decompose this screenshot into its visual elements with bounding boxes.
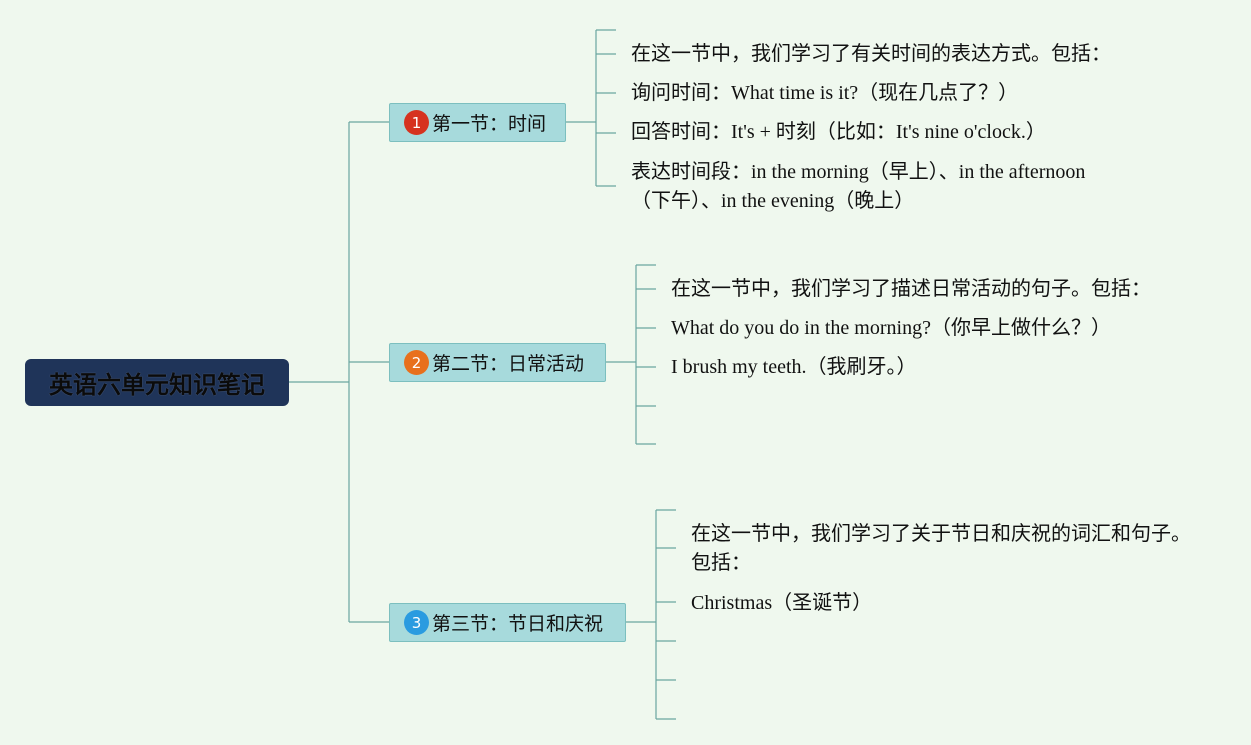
branch-topic-1[interactable]: 1 第一节：时间 [389, 103, 566, 142]
branch-topic-3[interactable]: 3 第三节：节日和庆祝 [389, 603, 626, 642]
branch-label: 第二节：日常活动 [432, 353, 585, 375]
leaf-text[interactable]: 在这一节中，我们学习了关于节日和庆祝的词汇和句子。包括： [691, 523, 1191, 574]
leaf-text[interactable]: I brush my teeth.（我刷牙。） [671, 356, 917, 378]
branch-topic-2[interactable]: 2 第二节：日常活动 [389, 343, 606, 382]
leaf-text[interactable]: 询问时间：What time is it?（现在几点了？） [631, 82, 1019, 104]
root-topic[interactable]: 英语六单元知识笔记 [25, 359, 289, 406]
root-title: 英语六单元知识笔记 [49, 371, 265, 399]
leaf-text[interactable]: 在这一节中，我们学习了有关时间的表达方式。包括： [631, 43, 1111, 65]
branch-label: 第一节：时间 [432, 113, 547, 135]
number-badge-icon: 3 [404, 610, 429, 635]
leaf-text[interactable]: What do you do in the morning?（你早上做什么？） [671, 317, 1111, 339]
leaf-text[interactable]: 在这一节中，我们学习了描述日常活动的句子。包括： [671, 278, 1151, 300]
number-badge-icon: 2 [404, 350, 429, 375]
leaf-text[interactable]: Christmas（圣诞节） [691, 592, 873, 614]
branch-label: 第三节：节日和庆祝 [432, 613, 604, 635]
leaf-text[interactable]: 回答时间：It's + 时刻（比如：It's nine o'clock.） [631, 121, 1046, 143]
number-badge-icon: 1 [404, 110, 429, 135]
leaf-text[interactable]: 表达时间段：in the morning（早上）、in the afternoo… [631, 161, 1086, 212]
